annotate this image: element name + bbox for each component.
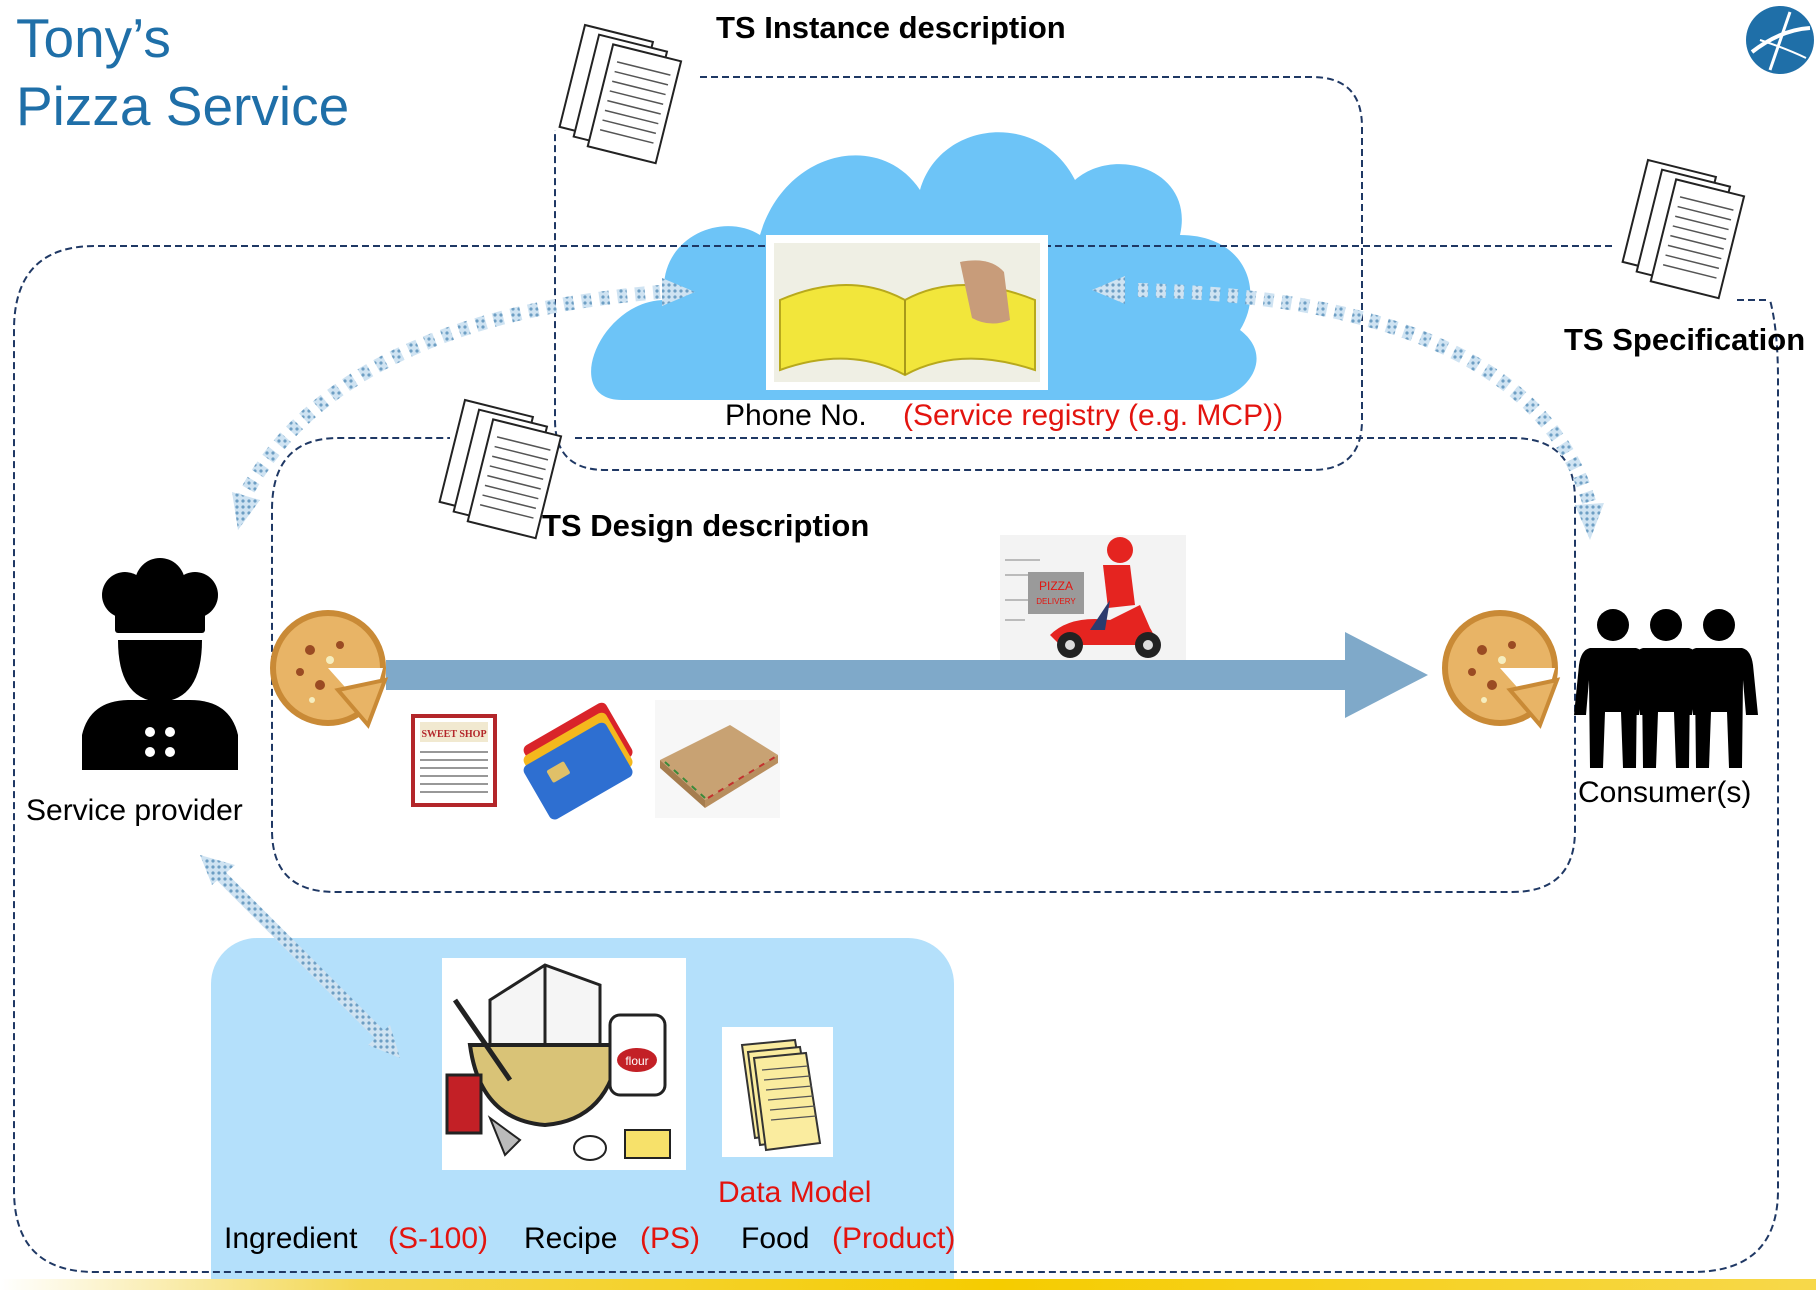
food-standard-label: (Product) [832, 1222, 956, 1255]
ingredient-label: Ingredient [224, 1222, 358, 1255]
pizza-left-icon [270, 610, 389, 729]
recipe-standard-label: (PS) [640, 1222, 700, 1255]
recipe-label: Recipe [524, 1222, 618, 1255]
chef-icon [82, 558, 238, 770]
consumers-icon [1574, 609, 1758, 768]
provider-datamodel-link [200, 855, 400, 1058]
service-provider-label: Service provider [26, 794, 243, 827]
pizza-box-image [655, 700, 780, 818]
organization-logo [1746, 6, 1814, 74]
scooter-sign-text: PIZZA [1039, 579, 1073, 593]
ingredient-standard-label: (S-100) [388, 1222, 489, 1255]
data-model-document-icon [722, 1027, 833, 1157]
ts-instance-label: TS Instance description [716, 10, 1066, 45]
ts-specification-boundary [13, 245, 1779, 1273]
delivery-scooter-image: PIZZA DELIVERY [1000, 535, 1186, 660]
title-line-1: Tony’s [16, 7, 171, 69]
credit-cards-image [523, 702, 633, 820]
service-registry-label: (Service registry (e.g. MCP)) [903, 399, 1284, 432]
delivery-arrow [386, 632, 1428, 718]
footer-accent-bar [0, 1279, 1816, 1290]
phone-no-label: Phone No. [725, 399, 867, 432]
menu-sign-image: SWEET SHOP [411, 714, 497, 807]
title-line-2: Pizza Service [16, 75, 350, 137]
data-model-label: Data Model [718, 1176, 872, 1209]
ts-specification-label: TS Specification [1564, 322, 1806, 357]
baking-ingredients-image: flour [442, 958, 686, 1170]
instance-document-icon [558, 23, 683, 165]
phone-book-image [766, 235, 1048, 390]
specification-document-icon [1621, 158, 1746, 300]
design-document-icon [438, 398, 563, 540]
pizza-right-icon [1442, 610, 1561, 729]
flour-label-text: flour [625, 1054, 648, 1068]
menu-sign-text: SWEET SHOP [421, 729, 486, 740]
page-title: Tony’s Pizza Service [16, 4, 349, 140]
ts-design-label: TS Design description [542, 508, 870, 543]
registry-link-left [232, 278, 695, 530]
registry-link-right [1092, 276, 1604, 540]
ts-instance-boundary [554, 76, 1363, 471]
consumers-label: Consumer(s) [1578, 776, 1752, 809]
food-label: Food [741, 1222, 810, 1255]
scooter-sign-text-2: DELIVERY [1036, 597, 1076, 606]
